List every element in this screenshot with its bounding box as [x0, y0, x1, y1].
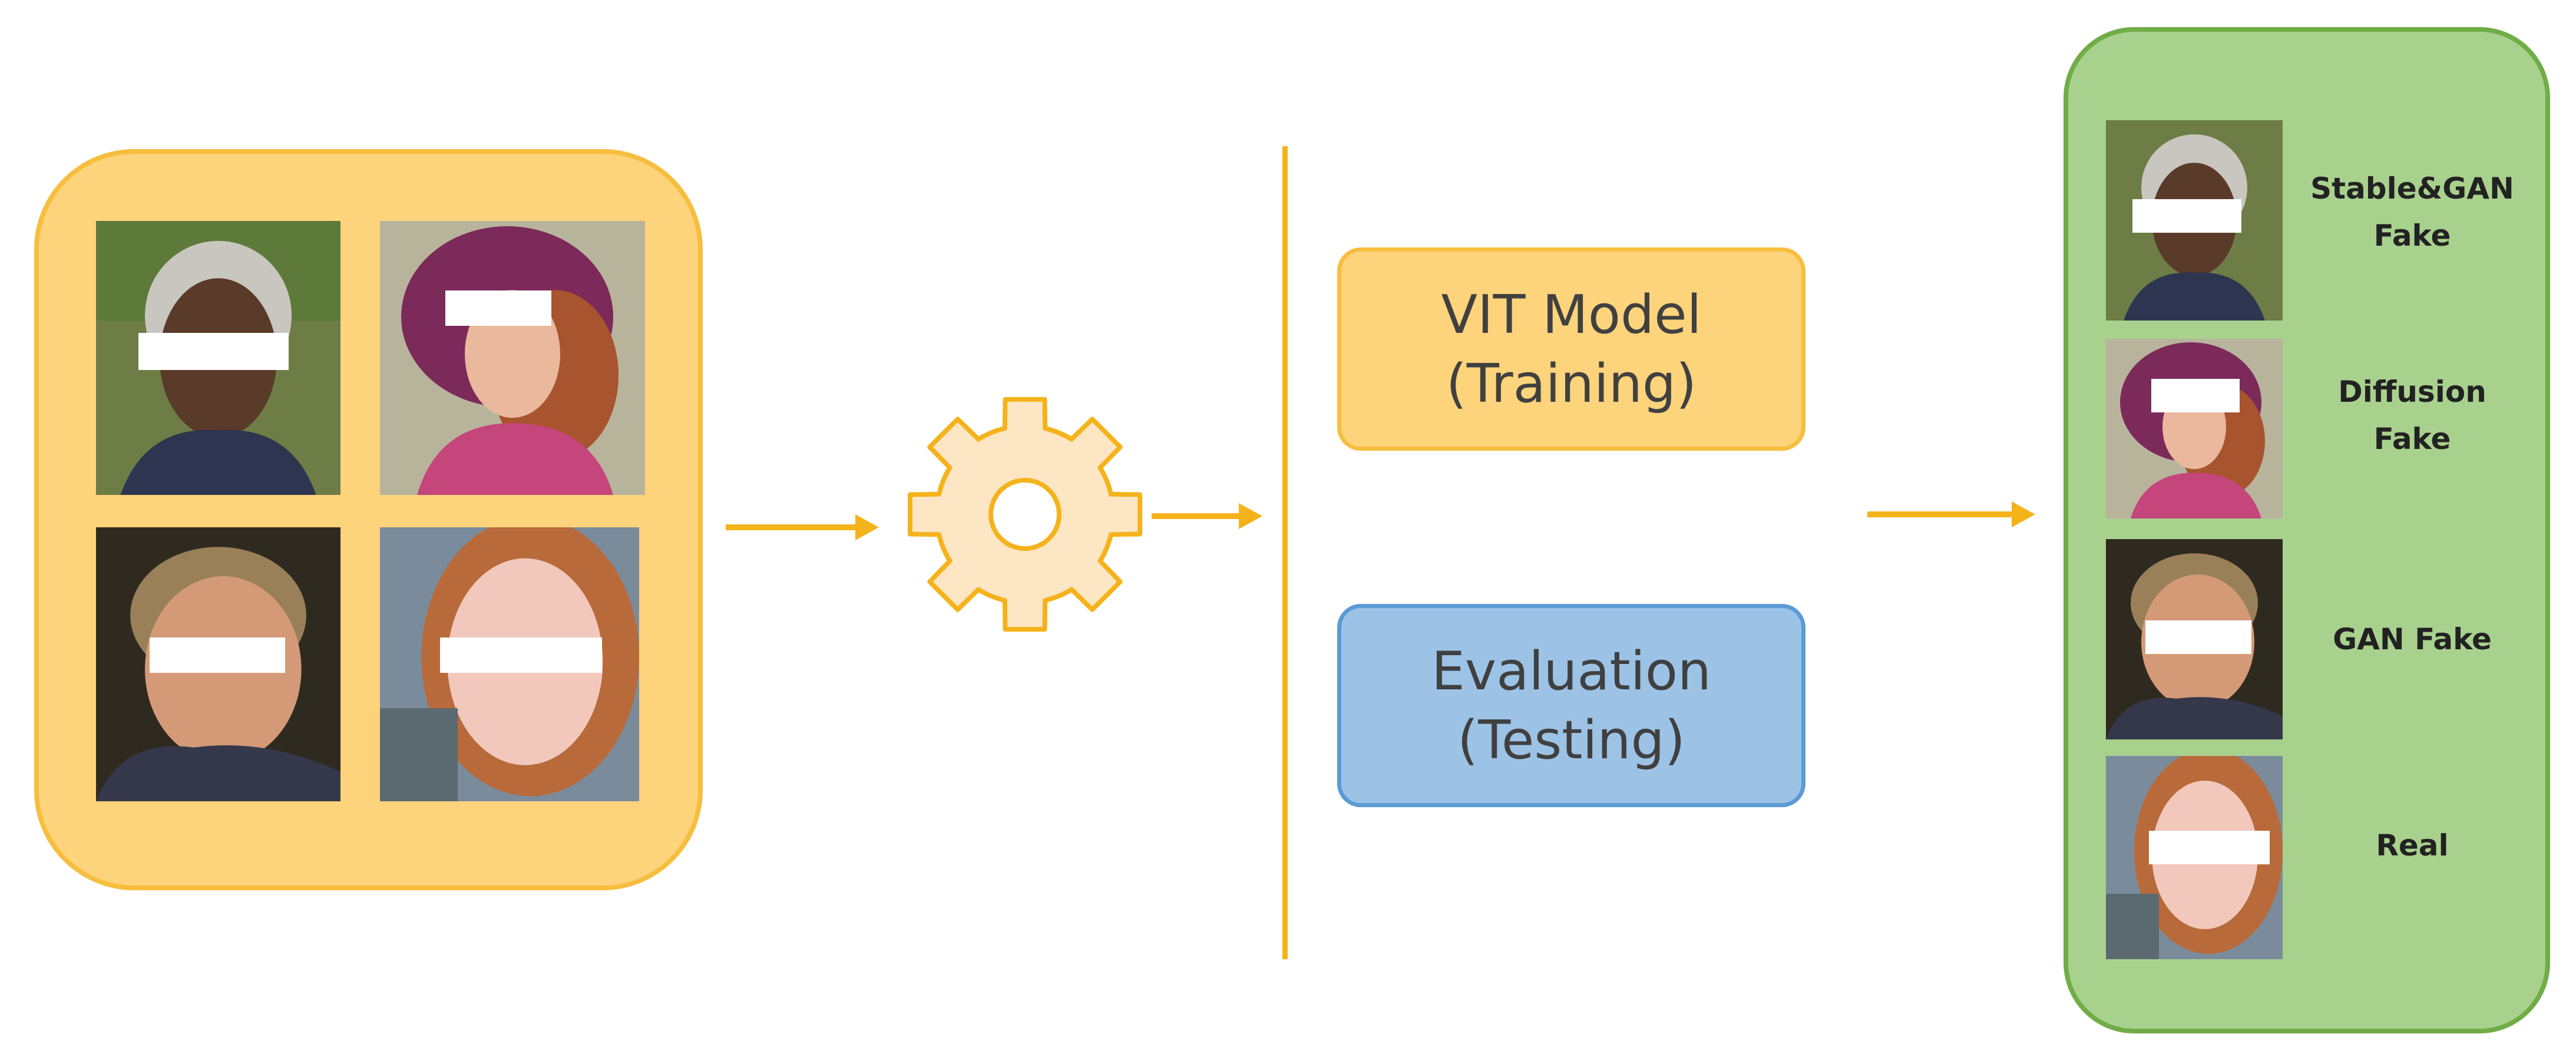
face-censor-bar	[138, 333, 289, 370]
arrow-head	[1239, 503, 1262, 529]
face-censor-bar	[2145, 620, 2251, 654]
girl-in-hat-face-image	[380, 221, 645, 495]
output-girl-in-hat-face-image	[2106, 339, 2283, 518]
arrow-head	[855, 514, 879, 540]
gear-icon	[907, 397, 1143, 632]
face-censor-bar	[150, 637, 285, 673]
smiling-woman-face-image	[380, 527, 639, 801]
arrow-to-gear	[726, 524, 857, 530]
output-label-line1: GAN Fake	[2333, 622, 2492, 656]
arrow-to-model	[1152, 513, 1240, 519]
training-box-line2: (Training)	[1446, 352, 1697, 415]
elderly-man-face-image	[96, 221, 340, 495]
output-label-gan-fake: GAN Fake	[2300, 613, 2524, 666]
arrow-to-output	[1867, 511, 2013, 517]
output-label-stable-gan-fake: Stable&GAN Fake	[2300, 159, 2524, 265]
face-censor-bar	[440, 637, 602, 673]
evaluation-box-line1: Evaluation	[1431, 640, 1711, 702]
face-censor-bar	[445, 290, 551, 326]
vit-model-training-box: VIT Model (Training)	[1337, 247, 1805, 451]
face-censor-bar	[2151, 379, 2240, 412]
face-censor-bar	[2132, 199, 2241, 233]
arrow-head	[2012, 501, 2035, 527]
output-label-line1: Stable&GAN	[2310, 171, 2514, 206]
evaluation-testing-box: Evaluation (Testing)	[1337, 604, 1805, 807]
evaluation-box-line2: (Testing)	[1457, 709, 1685, 771]
output-label-real: Real	[2300, 819, 2524, 872]
output-label-diffusion-fake: Diffusion Fake	[2300, 375, 2524, 456]
training-box-line1: VIT Model	[1441, 283, 1702, 346]
face-censor-bar	[2149, 831, 2270, 864]
output-label-line1: Diffusion Fake	[2338, 375, 2486, 456]
output-label-line1: Real	[2376, 828, 2449, 863]
vertical-divider	[1282, 146, 1288, 959]
output-label-line2: Fake	[2373, 219, 2451, 253]
